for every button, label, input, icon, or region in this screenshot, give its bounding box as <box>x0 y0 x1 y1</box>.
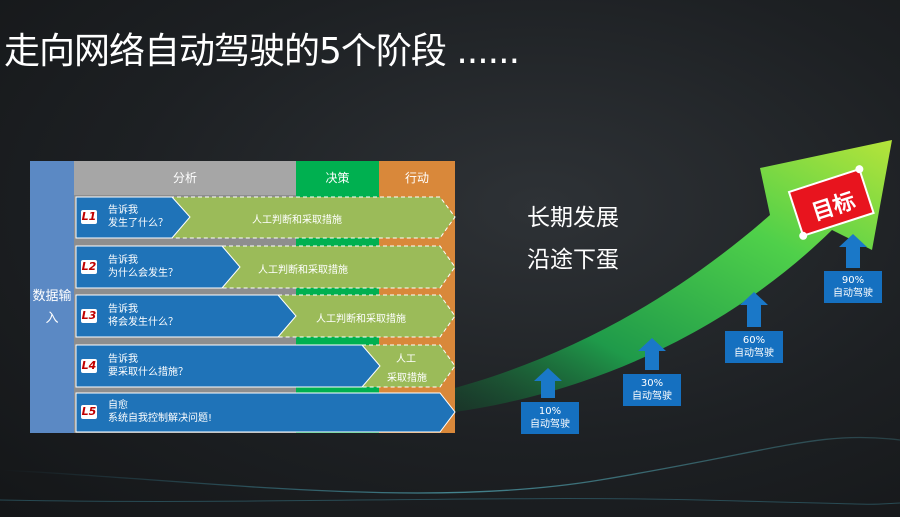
milestone-arrow-3 <box>740 292 768 327</box>
data-input-column <box>30 161 74 433</box>
header-decision: 决策 <box>296 161 379 195</box>
l2-action-text: 人工判断和采取措施 <box>258 265 348 276</box>
milestone-90-label: 自动驾驶 <box>833 288 873 299</box>
milestone-arrow-2 <box>638 338 666 370</box>
milestone-arrow-1 <box>534 368 562 398</box>
wave-line <box>0 436 900 494</box>
l3-action-text: 人工判断和采取措施 <box>316 314 406 325</box>
milestone-10: 10% 自动驾驶 <box>521 402 579 434</box>
milestone-10-label: 自动驾驶 <box>530 419 570 430</box>
l2-line1: 告诉我 <box>108 255 138 266</box>
milestone-30-percent: 30% <box>640 378 664 389</box>
header-action: 行动 <box>379 161 455 195</box>
target-banner-roll-top <box>855 165 864 174</box>
l4-line2: 要采取什么措施？ <box>108 367 188 378</box>
slogan-line1: 长期发展 <box>527 205 619 231</box>
l1-line2: 发生了什么？ <box>108 218 168 229</box>
l5-line2: 系统自我控制解决问题! <box>108 413 213 424</box>
milestone-10-percent: 10% <box>538 406 562 417</box>
l4-analysis-arrow <box>75 344 381 388</box>
level-tag-l1: L1 <box>81 210 97 224</box>
header-analysis: 分析 <box>74 161 296 195</box>
l1-analysis-arrow <box>75 196 191 239</box>
level-tag-l5: L5 <box>81 405 97 419</box>
level-tag-l3: L3 <box>81 309 97 323</box>
l2-line2: 为什么会发生？ <box>108 268 178 279</box>
milestone-arrow-4 <box>839 234 867 268</box>
l5-analysis-arrow <box>75 392 456 433</box>
target-banner-roll-bottom <box>799 231 808 240</box>
l3-analysis-arrow <box>75 294 297 338</box>
milestone-90-percent: 90% <box>841 275 865 286</box>
l4-action-text: 人工 <box>396 354 416 365</box>
l3-line2: 将会发生什么？ <box>108 317 178 328</box>
milestone-60: 60% 自动驾驶 <box>725 331 783 363</box>
level-tag-l2: L2 <box>81 260 97 274</box>
l4-action-text-2: 采取措施 <box>387 373 427 384</box>
level-tag-l4: L4 <box>81 359 97 373</box>
l1-action-text: 人工判断和采取措施 <box>252 215 342 226</box>
wave-line-2 <box>0 498 900 505</box>
milestone-30-label: 自动驾驶 <box>632 391 672 402</box>
data-input-label: 数据输入 <box>32 289 72 326</box>
target-banner-body <box>787 167 875 238</box>
milestone-60-label: 自动驾驶 <box>734 348 774 359</box>
slogan-line2: 沿途下蛋 <box>527 247 619 273</box>
l3-line1: 告诉我 <box>108 304 138 315</box>
milestone-30: 30% 自动驾驶 <box>623 374 681 406</box>
l1-line1: 告诉我 <box>108 205 138 216</box>
l2-analysis-arrow <box>75 245 241 289</box>
milestone-90: 90% 自动驾驶 <box>824 271 882 303</box>
l5-line1: 自愈 <box>108 400 128 411</box>
milestone-60-percent: 60% <box>742 335 766 346</box>
l4-line1: 告诉我 <box>108 354 138 365</box>
page-title: 走向网络自动驾驶的5个阶段 ...... <box>4 31 520 72</box>
growth-arrow-body <box>380 140 892 418</box>
